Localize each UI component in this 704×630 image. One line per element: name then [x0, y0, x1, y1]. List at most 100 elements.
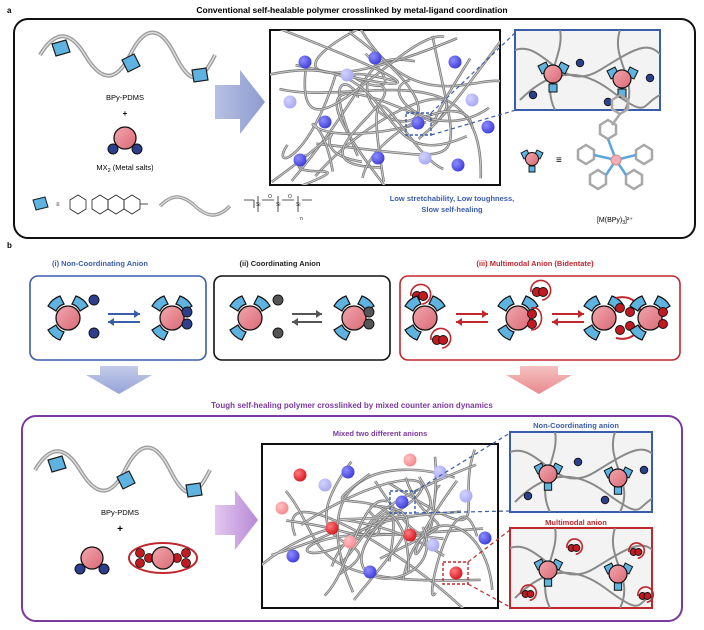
ligand-icon [404, 324, 422, 341]
crosslink-node [451, 158, 465, 172]
crosslink-node [293, 153, 307, 167]
anion-icon [658, 307, 668, 317]
ligand-icon [71, 295, 89, 312]
zoom-line-b1 [414, 432, 511, 492]
anion-icon [625, 307, 635, 317]
anion-icon [634, 548, 643, 556]
zoom-line-b4 [467, 583, 511, 608]
equiv-sign: ≡ [556, 155, 562, 166]
ligand-icon [253, 295, 271, 312]
crosslink-node [293, 468, 307, 482]
complex-icon [404, 295, 446, 341]
polymer-strand-highlight [434, 41, 500, 123]
o-text-2: O [288, 194, 292, 200]
crosslink-node [448, 55, 462, 69]
metal-salt-icon [107, 126, 143, 155]
anion-icon [181, 318, 193, 330]
anion-icon [603, 97, 613, 107]
panel-a-letter: a [7, 6, 12, 15]
anion-icon [645, 73, 655, 83]
forward-arrowhead [134, 310, 140, 318]
metal-salts-label: MX2 (Metal salts) [96, 163, 154, 174]
crosslink-node [459, 489, 473, 503]
crosslink-node [433, 465, 447, 479]
svg-text:≡: ≡ [56, 202, 60, 208]
bidentate-ring [430, 327, 452, 349]
anion-icon [573, 457, 583, 467]
crosslink-node [275, 501, 289, 515]
zoom-label-noncoord: Non-Coordinating anion [533, 421, 619, 430]
ligand-icon [191, 67, 209, 83]
ligand-icon [51, 39, 71, 57]
anion-icon [272, 327, 284, 339]
zoom-box-a [514, 29, 661, 111]
anion-icon [181, 306, 193, 318]
metal-ion-icon [237, 305, 263, 331]
network-title-b: Mixed two different anions [333, 429, 428, 438]
forward-arrowhead [578, 310, 584, 318]
ligand-icon [404, 295, 422, 312]
si-text-3: Si [296, 202, 300, 208]
bpy-pdms-label-a: BPy-PDMS [106, 93, 144, 102]
anion-icon [438, 335, 449, 345]
polymer-network-a [270, 30, 500, 185]
crosslink-node [283, 95, 297, 109]
polymer-network-b [262, 449, 494, 608]
ligand-icon [497, 295, 515, 312]
transition-arrow-b [215, 490, 258, 550]
anion-icon [527, 319, 537, 329]
ligand-icon [629, 295, 647, 312]
zoom-line-a2 [430, 109, 517, 136]
ligand-icon [47, 455, 67, 473]
anion-title-i: (i) Non-Coordinating Anion [52, 259, 148, 268]
ligand-icon [543, 482, 553, 491]
anion-icon [658, 319, 668, 329]
zoom-line-a1 [430, 31, 517, 114]
ligand-icon [583, 324, 601, 341]
anion-box-iii [399, 275, 681, 361]
bidentate-ring [530, 307, 543, 331]
polymer-strand-highlight [387, 449, 476, 521]
complex-icon [603, 562, 634, 591]
ligand-icon [185, 482, 203, 498]
ligand-icon [543, 578, 553, 587]
o-text-1: O [268, 194, 272, 200]
bidentate-ring [410, 283, 432, 305]
ligand-icon [629, 324, 647, 341]
si-text-1: Si [256, 202, 260, 208]
polymer-strand-highlight [324, 500, 388, 596]
bidentate-ring [637, 586, 655, 604]
polymer-strand-highlight [336, 93, 434, 185]
polymer-strand-highlight [270, 69, 467, 146]
crosslink-node [363, 565, 377, 579]
properties-line-1: Low stretchability, Low toughness, [390, 194, 514, 203]
zoom-marker-b2 [442, 561, 469, 585]
zoom-marker-a [405, 112, 432, 136]
bidentate-ring [628, 542, 646, 560]
anion-icon [363, 318, 375, 330]
crosslink-node [395, 495, 409, 509]
crosslink-node [368, 51, 382, 65]
metal-salt-multimodal-icon [128, 542, 198, 574]
panel-b-letter: b [7, 241, 12, 250]
complex-icon [497, 295, 539, 341]
polymer-strand-highlight [414, 456, 458, 555]
ligand-icon [613, 486, 623, 495]
metal-ion-icon [538, 464, 558, 484]
crosslink-node [318, 478, 332, 492]
crosslink-node [318, 115, 332, 129]
complex-icon [533, 462, 564, 491]
complex-icon [629, 295, 671, 341]
zoom-line-b2 [414, 510, 511, 514]
complex-icon [537, 61, 570, 93]
polymer-strand-highlight [431, 516, 478, 596]
ligand-icon [428, 295, 446, 312]
complex-icon [533, 558, 564, 587]
polymer-strand-highlight [279, 88, 482, 179]
crosslink-node [403, 453, 417, 467]
anion-icon [538, 287, 549, 297]
zoom-label-multimodal: Multimodal anion [545, 518, 607, 527]
complex-icon [47, 295, 89, 341]
anion-icon [615, 325, 625, 335]
